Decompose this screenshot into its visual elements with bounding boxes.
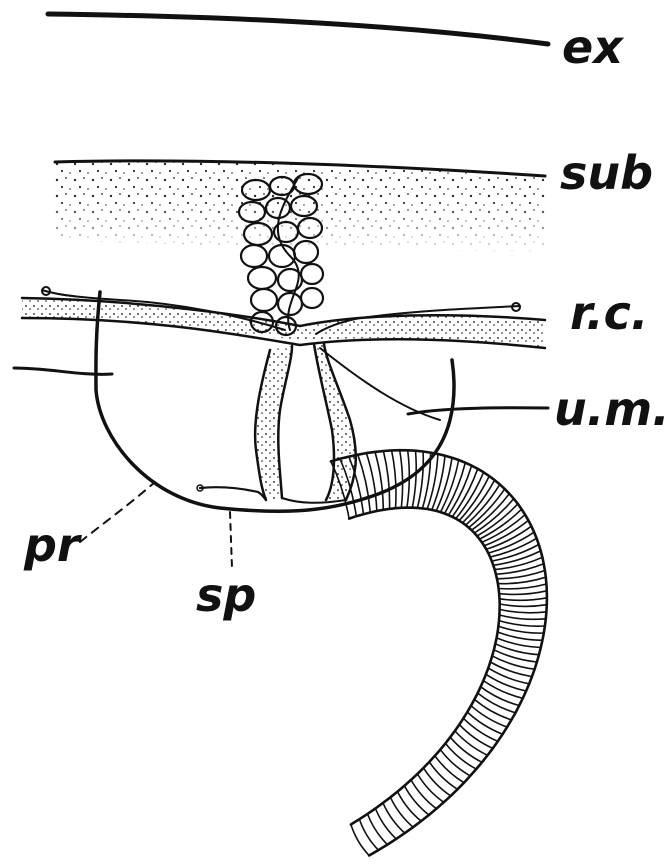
- tube-ring: [497, 571, 545, 579]
- tube-ring: [366, 453, 376, 511]
- tube-ring: [499, 621, 545, 627]
- tube-ring: [400, 450, 403, 508]
- label-sp: sp: [196, 572, 256, 618]
- tube-edge: [349, 508, 500, 825]
- tube-ring: [417, 452, 423, 508]
- leader-line-pr: [80, 482, 155, 542]
- tube-ring: [404, 786, 429, 815]
- tube-ring: [383, 451, 389, 509]
- tube-ring: [492, 545, 539, 562]
- label-ex: ex: [562, 24, 623, 70]
- tube-ring: [500, 609, 547, 612]
- leader-line-sp: [230, 512, 232, 568]
- spine: [200, 487, 266, 500]
- tube-ring: [500, 598, 547, 601]
- tube-ring: [390, 797, 413, 827]
- label-rc: r.c.: [570, 290, 648, 336]
- tube-ring: [398, 792, 422, 822]
- annulated-tube: [331, 450, 547, 855]
- label-pr: pr: [24, 522, 80, 568]
- tube-ring: [498, 626, 543, 633]
- tube-ring: [466, 484, 500, 525]
- tube-ring: [500, 604, 547, 606]
- leader-line-um: [408, 408, 548, 414]
- tube-ring: [412, 451, 416, 508]
- tube-ring: [359, 819, 378, 850]
- tube-ring: [499, 615, 545, 619]
- tube-ring: [351, 825, 369, 856]
- tube-ring: [490, 538, 536, 557]
- tube-ring: [493, 551, 540, 565]
- label-sub: sub: [560, 150, 653, 196]
- tube-ring: [499, 584, 547, 589]
- tube-ring: [358, 455, 370, 513]
- tube-ring: [499, 591, 547, 595]
- tube-ring: [392, 450, 396, 508]
- exoskeleton-line: [48, 14, 548, 44]
- label-um: u.m.: [554, 386, 666, 432]
